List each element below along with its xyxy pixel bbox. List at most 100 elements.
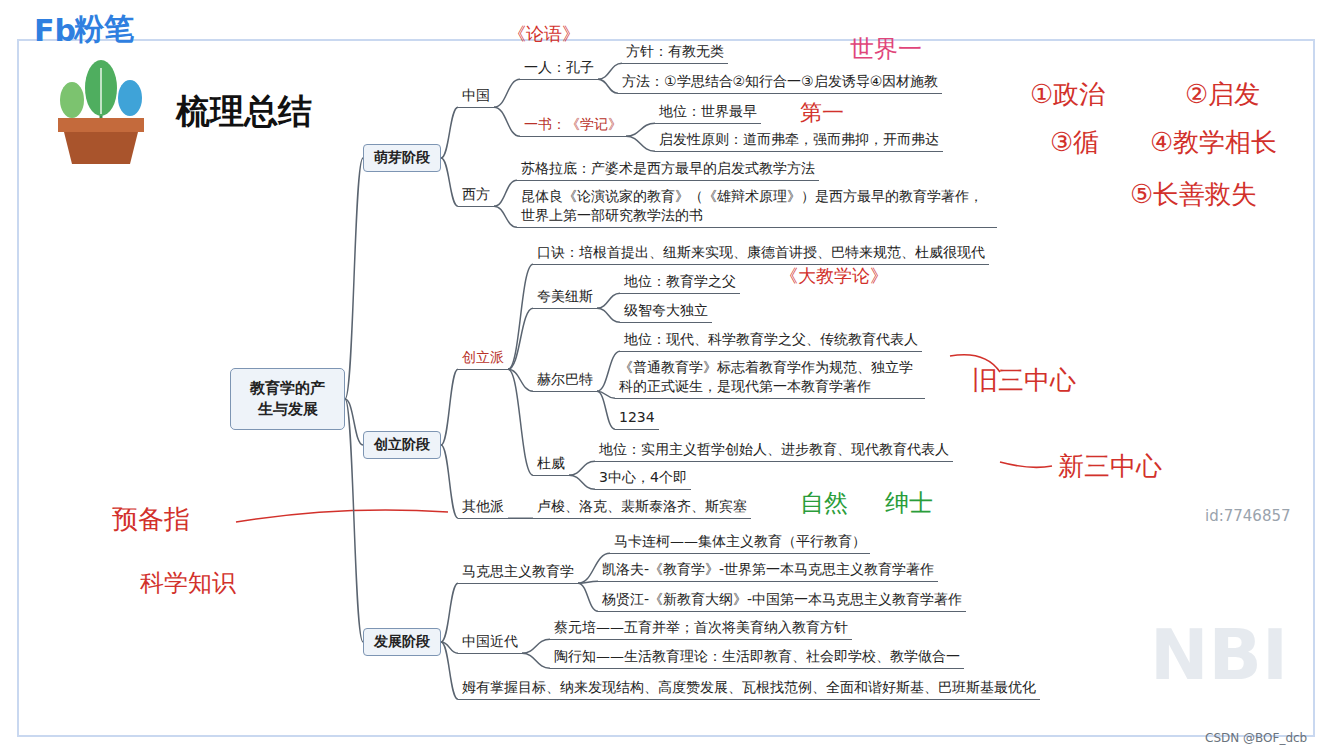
mindmap-item: 方法：①学思结合②知行合一③启发诱导④因材施教 [618, 70, 942, 94]
node-text: 杜威 [537, 454, 565, 473]
mindmap-item: 杜威 [533, 452, 569, 476]
mindmap-item: 创立派 [458, 346, 508, 370]
plant-icon [58, 60, 144, 164]
slide-frame [18, 40, 1314, 736]
handwritten-note: 新三中心 [1058, 452, 1162, 482]
mindmap-item: 3中心，4个即 [595, 466, 691, 490]
node-text: 中国 [462, 86, 490, 105]
tree-connector [345, 399, 363, 642]
node-text: 杨贤江-《新教育大纲》-中国第一本马克思主义教育学著作 [602, 590, 962, 609]
node-text: 创立派 [462, 348, 504, 367]
node-text: 《普通教育学》标志着教育学作为规范、独立学科的正式诞生，是现代第一本教育学著作 [619, 358, 921, 396]
node-text: 口诀：培根首提出、纽斯来实现、康德首讲授、巴特来规范、杜威很现代 [537, 243, 985, 262]
mindmap-item: 中国 [458, 84, 494, 108]
topic-box: 发展阶段 [363, 628, 441, 656]
node-text: 地位：实用主义哲学创始人、进步教育、现代教育代表人 [599, 440, 949, 459]
logo-text: 粉笔 [74, 12, 134, 47]
mindmap-item: 姆有掌握目标、纳来发现结构、高度赞发展、瓦根找范例、全面和谐好斯基、巴班斯基最优… [458, 676, 1040, 700]
node-text: 一书：《学记》 [524, 115, 622, 134]
node-text: 凯洛夫-《教育学》-世界第一本马克思主义教育学著作 [602, 560, 934, 579]
tree-connector [441, 445, 458, 518]
handwritten-note: 科学知识 [140, 570, 236, 598]
node-text: 级智夸大独立 [624, 301, 708, 320]
tree-connector [494, 206, 517, 227]
mindmap-item: 马卡连柯——集体主义教育（平行教育） [610, 530, 870, 554]
node-text: 方法：①学思结合②知行合一③启发诱导④因材施教 [622, 72, 938, 91]
node-text: 启发性原则：道而弗牵，强而弗抑，开而弗达 [659, 130, 939, 149]
mindmap-item: 夸美纽斯 [533, 285, 597, 309]
tree-connector [508, 518, 533, 520]
mindmap-item: 1234 [615, 406, 659, 430]
handwritten-note: ⑤长善救失 [1130, 180, 1257, 210]
handwritten-note: 绅士 [885, 490, 933, 518]
handwritten-note: 旧三中心 [972, 366, 1076, 396]
node-text: 赫尔巴特 [537, 370, 593, 389]
watermark: NBI [1150, 615, 1288, 696]
watermark: CSDN @BOF_dcb [1205, 732, 1307, 746]
node-text: 苏格拉底：产婆术是西方最早的启发式教学方法 [521, 159, 815, 178]
node-text: 地位：世界最早 [659, 102, 757, 121]
node-text: 马克思主义教育学 [462, 562, 574, 581]
node-text: 蔡元培——五育并举；首次将美育纳入教育方针 [554, 618, 848, 637]
node-text: 1234 [619, 408, 655, 427]
handwritten-note: ③循 [1050, 128, 1099, 158]
tree-connector [597, 308, 620, 322]
handwritten-note: 《论语》 [508, 24, 580, 45]
mindmap-item: 凯洛夫-《教育学》-世界第一本马克思主义教育学著作 [598, 558, 938, 582]
handwritten-note: ④教学相长 [1150, 128, 1277, 158]
tree-connector [597, 391, 615, 429]
mindmap-item: 西方 [458, 183, 494, 207]
node-text: 一人：孔子 [524, 58, 594, 77]
mindmap-item: 昆体良《论演说家的教育》（《雄辩术原理》）是西方最早的教育学著作，世界上第一部研… [517, 185, 997, 228]
node-text: 西方 [462, 185, 490, 204]
handwritten-note: 自然 [800, 490, 848, 518]
node-text: 地位：现代、科学教育学之父、传统教育代表人 [624, 330, 918, 349]
mindmap-item: 《普通教育学》标志着教育学作为规范、独立学科的正式诞生，是现代第一本教育学著作 [615, 356, 925, 399]
mindmap-item: 一书：《学记》 [520, 113, 626, 137]
topic-box: 萌芽阶段 [363, 144, 441, 172]
mindmap-item: 苏格拉底：产婆术是西方最早的启发式教学方法 [517, 157, 819, 181]
tree-connector [569, 475, 595, 489]
node-text: 昆体良《论演说家的教育》（《雄辩术原理》）是西方最早的教育学著作，世界上第一部研… [521, 187, 993, 225]
tree-connector [508, 264, 533, 369]
tree-connector [597, 351, 620, 391]
mindmap-item: 级智夸大独立 [620, 299, 712, 323]
tree-connector [441, 583, 458, 642]
mindmap-item: 地位：世界最早 [655, 100, 761, 124]
node-text: 陶行知——生活教育理论：生活即教育、社会即学校、教学做合一 [554, 647, 960, 666]
mindmap-item: 方针：有教无类 [622, 40, 728, 64]
tree-connector [522, 639, 550, 653]
mindmap-item: 启发性原则：道而弗牵，强而弗抑，开而弗达 [655, 128, 943, 152]
node-text: 姆有掌握目标、纳来发现结构、高度赞发展、瓦根找范例、全面和谐好斯基、巴班斯基最优… [462, 678, 1036, 697]
mindmap-item: 地位：实用主义哲学创始人、进步教育、现代教育代表人 [595, 438, 953, 462]
tree-connector [578, 583, 598, 611]
node-text: 马卡连柯——集体主义教育（平行教育） [614, 532, 866, 551]
node-text: 夸美纽斯 [537, 287, 593, 306]
handwritten-note: 第一 [800, 100, 844, 125]
slide-title: 梳理总结 [176, 92, 312, 131]
mindmap-item: 陶行知——生活教育理论：生活即教育、社会即学校、教学做合一 [550, 645, 964, 669]
mindmap-item: 地位：教育学之父 [620, 270, 740, 294]
mindmap-item: 地位：现代、科学教育学之父、传统教育代表人 [620, 328, 922, 352]
tree-connector [441, 158, 458, 206]
mindmap-item: 其他派 [458, 495, 508, 519]
node-text: 发展阶段 [374, 633, 430, 651]
mindmap-item: 卢梭、洛克、裴斯泰洛齐、斯宾塞 [533, 495, 751, 519]
tree-connector [508, 308, 533, 369]
mindmap-item: 蔡元培——五育并举；首次将美育纳入教育方针 [550, 616, 852, 640]
mindmap-item: 一人：孔子 [520, 56, 598, 80]
tree-connector [569, 461, 595, 475]
mindmap-item: 杨贤江-《新教育大纲》-中国第一本马克思主义教育学著作 [598, 588, 966, 612]
tree-connector [508, 369, 533, 475]
tree-connector [597, 293, 620, 308]
node-text: 其他派 [462, 497, 504, 516]
node-text: 卢梭、洛克、裴斯泰洛齐、斯宾塞 [537, 497, 747, 516]
tree-connector [441, 107, 458, 158]
topic-box: 教育学的产生与发展 [230, 368, 345, 430]
topic-box: 创立阶段 [363, 431, 441, 459]
watermark: id:7746857 [1205, 508, 1291, 525]
tree-connector [441, 642, 458, 699]
handwritten-note: 《大教学论》 [780, 266, 888, 287]
annotation-stroke [236, 510, 448, 522]
